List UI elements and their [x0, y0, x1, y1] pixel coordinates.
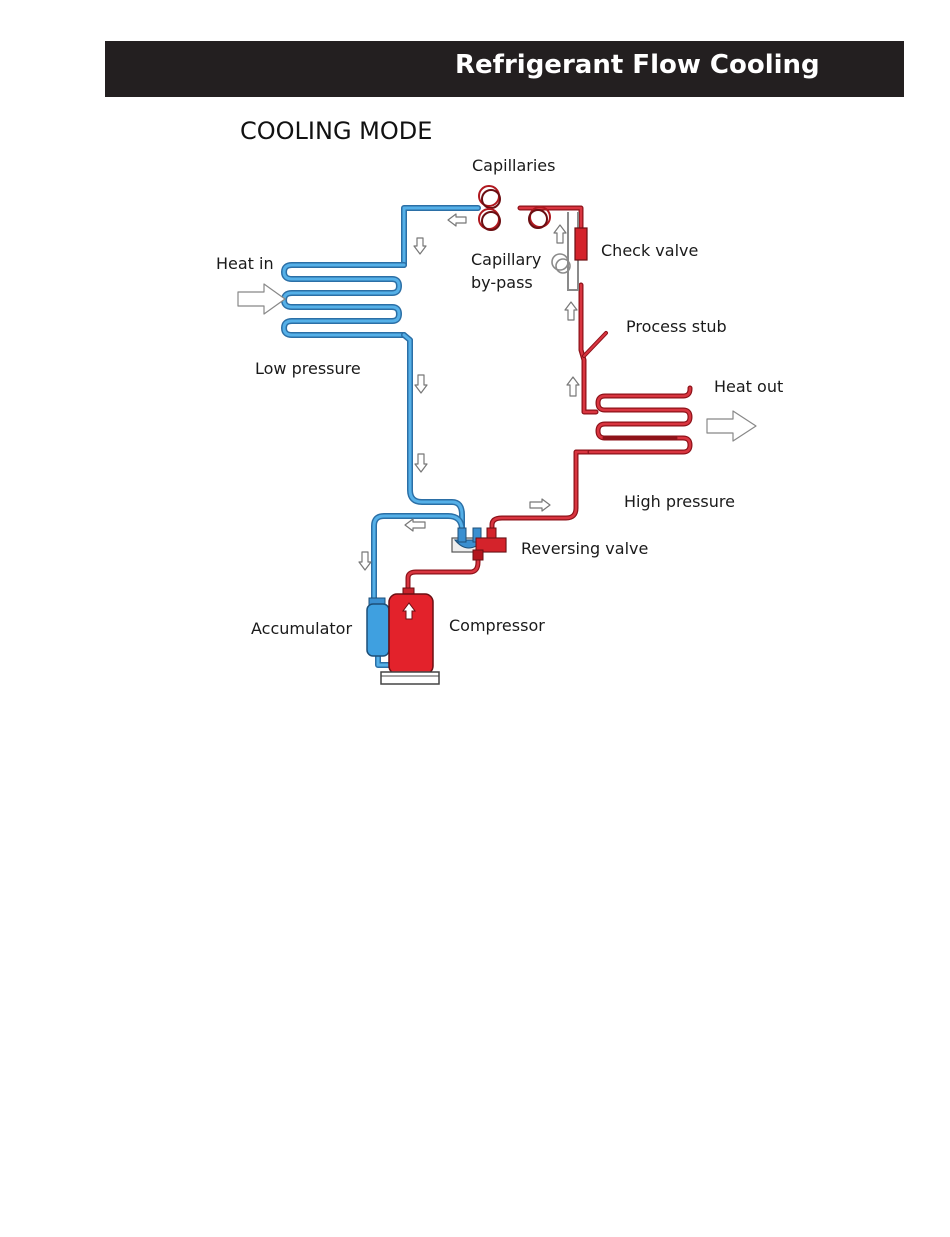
process-stub-label: Process stub: [626, 316, 727, 338]
check-valve: [575, 228, 587, 260]
capillary-bypass: [552, 212, 578, 290]
heat-in-label: Heat in: [216, 253, 274, 275]
compressor-label: Compressor: [449, 615, 545, 637]
reversing-valve: [452, 528, 506, 560]
reversing-valve-label: Reversing valve: [521, 538, 648, 560]
accumulator-label: Accumulator: [251, 618, 352, 640]
flow-arrow-down-icon: [359, 552, 371, 570]
high-pressure-label: High pressure: [624, 491, 735, 513]
low-pressure-piping: [284, 208, 478, 665]
capillaries-coils: [479, 186, 550, 230]
heat-in-arrow-icon: [238, 284, 285, 314]
compressor: [381, 588, 439, 684]
capillaries-label: Capillaries: [472, 155, 555, 177]
accumulator: [367, 598, 389, 656]
flow-arrow-up-icon: [554, 225, 566, 243]
high-pressure-piping: [408, 208, 690, 590]
heat-out-label: Heat out: [714, 376, 783, 398]
check-valve-label: Check valve: [601, 240, 698, 262]
capillary-bypass-label-line2: by-pass: [471, 272, 533, 294]
low-pressure-label: Low pressure: [255, 358, 361, 380]
condenser-coil: [590, 388, 690, 452]
flow-arrow-right-icon: [530, 499, 550, 511]
flow-arrow-down-icon: [415, 375, 427, 393]
heat-out-arrow-icon: [707, 411, 756, 441]
evaporator-coil: [284, 265, 404, 335]
flow-arrow-down-icon: [414, 238, 426, 254]
capillary-bypass-label-line1: Capillary: [471, 249, 541, 271]
flow-arrow-up-icon: [565, 302, 577, 320]
flow-arrow-up-icon: [567, 377, 579, 396]
flow-arrow-down-icon: [415, 454, 427, 472]
flow-arrow-left-icon: [448, 214, 466, 226]
flow-arrow-left-icon: [405, 519, 425, 531]
